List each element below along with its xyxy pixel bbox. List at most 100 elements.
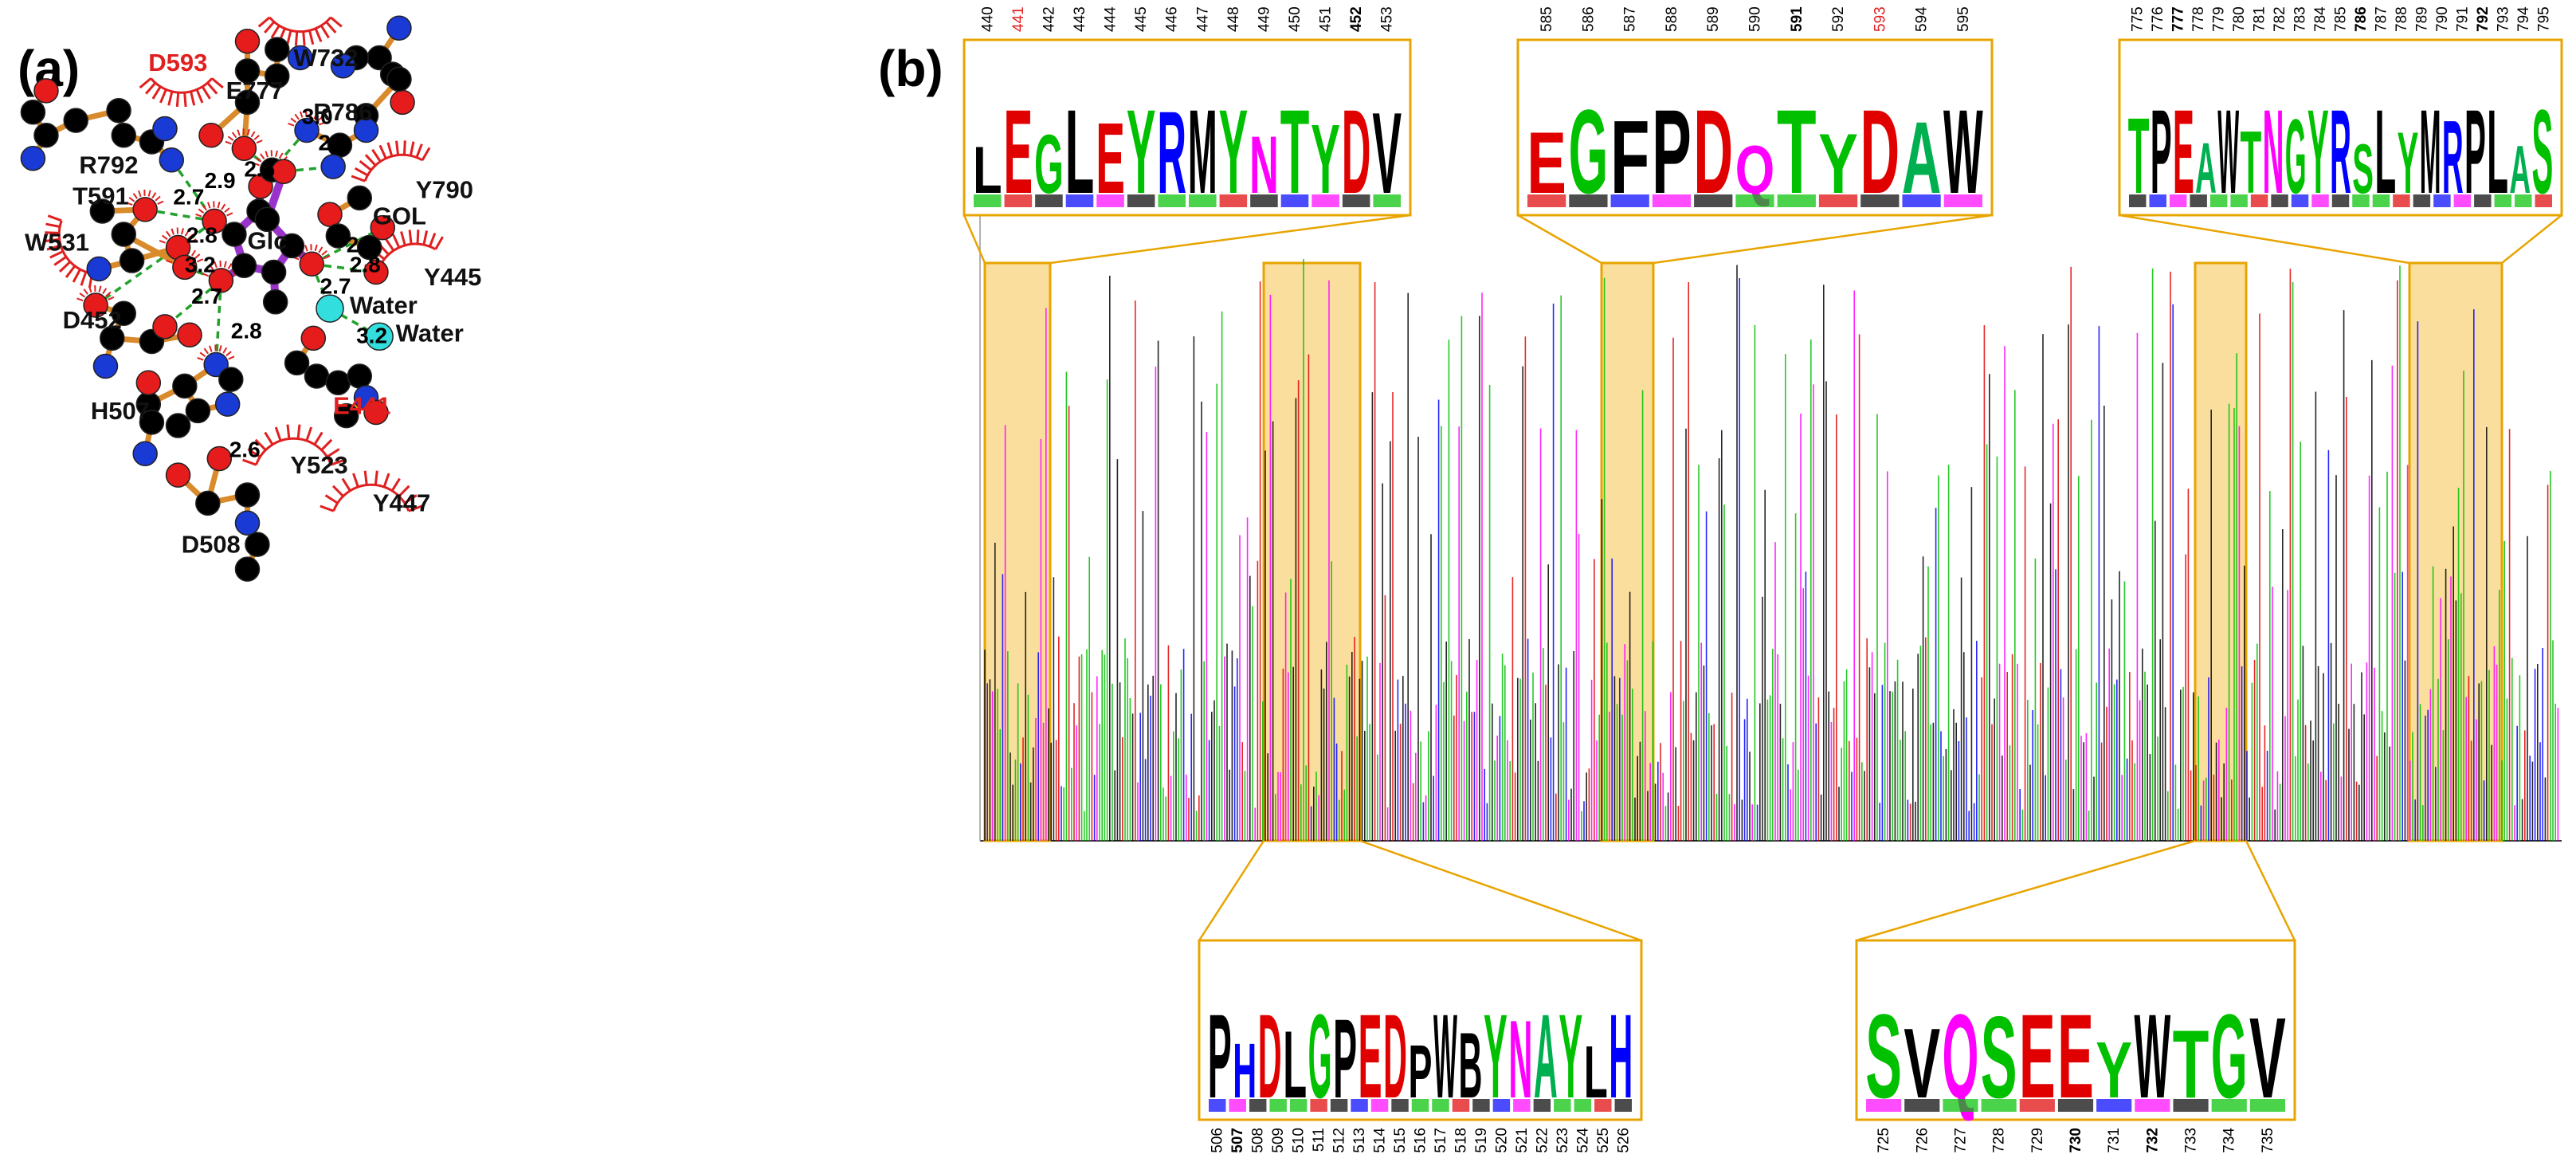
atom-contact-tick: [299, 111, 304, 118]
residue-label: H507: [91, 397, 150, 425]
atom-contact-tick: [199, 351, 206, 358]
position-label: 524: [1574, 1128, 1591, 1153]
logo-minor-stack: [1269, 1099, 1287, 1112]
carbon-atom: [254, 206, 280, 233]
connector-line: [1049, 214, 1411, 265]
atom-contact-tick: [309, 111, 313, 118]
atom-contact-tick: [202, 273, 209, 277]
logo-minor-stack: [1189, 194, 1217, 207]
oxygen-atom: [299, 251, 324, 277]
logo-minor-stack: [2372, 194, 2390, 207]
atom-contact-tick: [323, 255, 331, 260]
oxygen-atom: [152, 314, 178, 340]
position-label: 729: [2029, 1128, 2046, 1153]
position-label: 793: [2495, 6, 2511, 32]
residue-label: R792: [79, 151, 138, 179]
oxygen-atom: [135, 370, 162, 395]
position-label: 727: [1952, 1128, 1969, 1153]
nitrogen-atom: [92, 353, 119, 379]
position-label: 593: [1872, 6, 1888, 32]
atom-contact-tick: [313, 112, 319, 120]
contact-tick: [400, 231, 406, 246]
atom-contact-tick: [214, 261, 218, 269]
atom-contact-tick: [190, 238, 197, 243]
distance-label: 2.8: [350, 253, 381, 277]
logo-minor-stack: [1330, 1099, 1348, 1112]
atom-contact-tick: [253, 135, 260, 140]
zoom-frame: [2118, 38, 2563, 217]
position-label: 792: [2475, 6, 2492, 32]
carbon-atom: [195, 490, 221, 516]
position-label: 512: [1331, 1128, 1348, 1153]
position-label: 522: [1534, 1128, 1551, 1153]
position-label: 777: [2170, 6, 2187, 32]
hydrophobic-contact-arcs: [45, 16, 444, 512]
atom-contact-tick: [260, 153, 265, 160]
position-label: 517: [1433, 1128, 1449, 1153]
atom-contact-tick: [203, 347, 209, 355]
residue-label: Y445: [424, 263, 481, 291]
logo-minor-stack: [1981, 1099, 2017, 1112]
position-label: 514: [1372, 1128, 1389, 1153]
logo-minor-stack: [1527, 194, 1566, 207]
gol-label: GOL: [373, 202, 426, 230]
logo-minor-stack: [2535, 194, 2552, 207]
atom-contact-tick: [256, 139, 263, 144]
position-label: 732: [2144, 1128, 2161, 1153]
contact-tick: [274, 426, 282, 442]
atom-contact-tick: [180, 228, 184, 235]
carbon-atom: [356, 234, 382, 261]
water-label: Water: [350, 291, 418, 319]
logo-minor-stack: [2173, 1099, 2209, 1112]
logo-minor-stack: [1280, 194, 1309, 207]
atom-contact-tick: [159, 240, 166, 244]
logo-minor-stack: [2331, 194, 2350, 207]
connector-line: [1517, 214, 1602, 265]
arc-y523: [242, 424, 345, 466]
zoom-frame: [1516, 38, 1994, 217]
logo-minor-stack: [1866, 1099, 1902, 1112]
atom-contact-tick: [202, 204, 207, 211]
atom-contact-tick: [265, 151, 269, 158]
carbon-atom: [20, 100, 46, 125]
logo-minor-stack: [1219, 194, 1248, 207]
logo-minor-stack: [2211, 1099, 2247, 1112]
carbon-atom: [89, 198, 116, 224]
position-label: 775: [2130, 6, 2147, 32]
residue-label: W732: [293, 44, 358, 72]
atom-contact-tick: [228, 355, 235, 360]
hydrogen-bond: [95, 219, 216, 307]
position-label: 590: [1747, 6, 1764, 32]
contact-tick: [58, 261, 72, 273]
contact-tick: [429, 232, 437, 247]
carbon-atom: [185, 398, 211, 424]
nitrogen-atom: [353, 117, 379, 143]
atom-contact-tick: [226, 212, 233, 217]
residue-label: Y790: [416, 175, 473, 203]
carbon-atom: [119, 248, 145, 273]
logo-minor-stack: [1472, 1099, 1490, 1112]
position-label: 441: [1010, 6, 1027, 32]
atom-contact-tick: [204, 268, 211, 273]
residue-label: D593: [148, 49, 207, 77]
oxygen-atom: [300, 325, 327, 351]
position-label: 452: [1348, 6, 1365, 32]
nitrogen-atom: [152, 116, 178, 142]
logo-minor-stack: [1594, 1099, 1612, 1112]
oxygen-atom: [231, 135, 257, 162]
water-atom: [365, 322, 394, 351]
contact-tick: [183, 92, 187, 108]
atom-contact-tick: [157, 200, 164, 205]
atom-contact-tick: [151, 192, 157, 199]
oxygen-atom: [370, 214, 395, 241]
position-label: 447: [1194, 6, 1211, 32]
logo-minor-stack: [2190, 194, 2207, 207]
atom-contact-tick: [217, 201, 221, 209]
nitrogen-atom: [386, 15, 412, 41]
oxygen-atom: [271, 159, 296, 185]
logo-minor-stack: [1902, 194, 1941, 207]
carbon-atom: [279, 233, 305, 259]
nitrogen-atom: [294, 117, 320, 143]
atom-contact-tick: [208, 264, 214, 270]
